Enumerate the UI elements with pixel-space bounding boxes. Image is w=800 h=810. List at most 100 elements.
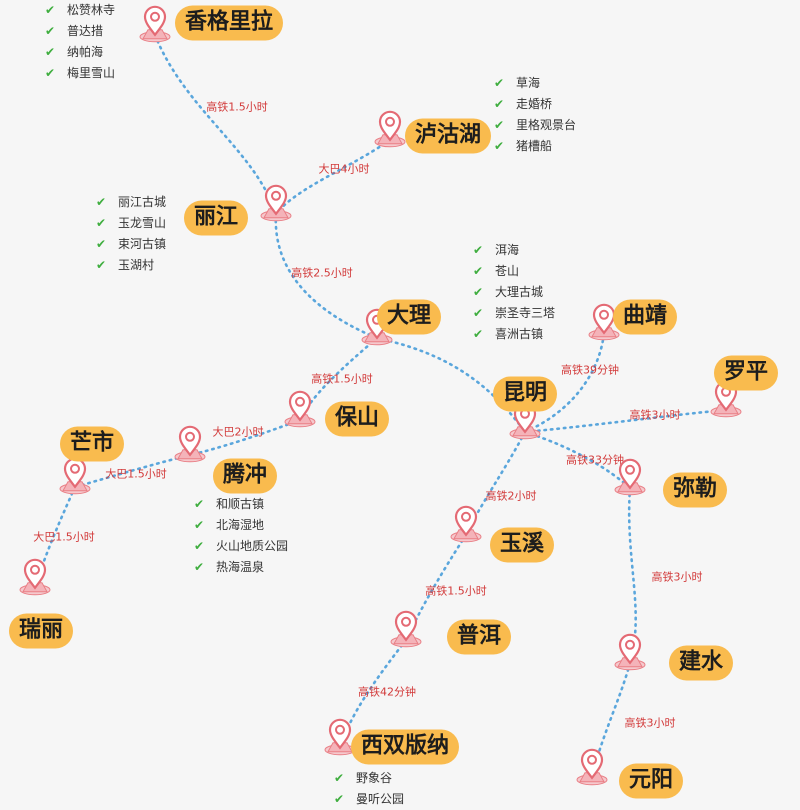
attraction-name: 草海: [516, 76, 541, 90]
check-icon: ✔: [45, 66, 56, 80]
route-kunming-qujing: [523, 331, 606, 434]
route-label-dali-baoshan: 高铁1.5小时: [311, 372, 373, 386]
attraction-item: ✔崇圣寺三塔: [473, 303, 555, 324]
attraction-item: ✔ 纳帕海: [45, 42, 115, 63]
city-label-lijiang: 丽江: [183, 200, 249, 236]
attraction-item: ✔ 北海湿地: [194, 515, 288, 536]
route-xianggelila-lijiang: [153, 33, 278, 216]
attraction-item: ✔玉湖村: [96, 255, 166, 276]
check-icon: ✔: [45, 24, 56, 38]
attraction-name: 猪槽船: [516, 139, 553, 153]
route-label-mangshi-ruili: 大巴1.5小时: [33, 530, 95, 544]
city-label-mangshi: 芒市: [59, 426, 125, 462]
check-icon: ✔: [494, 76, 505, 90]
attraction-list-tengchong: ✔和顺古镇✔北海湿地✔火山地质公园✔热海温泉: [194, 494, 288, 578]
check-icon: ✔: [96, 237, 107, 251]
check-icon: ✔: [45, 3, 56, 17]
attraction-list-dali: ✔洱海✔苍山✔大理古城✔崇圣寺三塔✔喜洲古镇: [473, 240, 555, 345]
route-jianshui-yuanyang: [590, 661, 632, 780]
attraction-list-lugu: ✔草海✔走婚桥✔里格观景台✔猪槽船: [494, 73, 576, 157]
attraction-list-xianggelila: ✔ 松赞林寺 ✔ 普达措 ✔ 纳帕海 ✔ 梅里雪山: [45, 0, 115, 84]
attraction-name: 和顺古镇: [216, 497, 265, 511]
city-label-mile: 弥勒: [662, 472, 728, 508]
location-pin-icon: [283, 389, 317, 429]
check-icon: ✔: [194, 518, 205, 532]
city-label-xishuangbanna: 西双版纳: [350, 729, 460, 765]
city-label-yuanyang: 元阳: [618, 763, 684, 799]
attraction-item: ✔ 猪槽船: [494, 136, 576, 157]
city-label-ruili: 瑞丽: [8, 613, 74, 649]
city-label-dali: 大理: [376, 299, 442, 335]
attraction-name: 丽江古城: [118, 195, 167, 209]
route-kunming-yuxi: [464, 430, 527, 537]
location-pin-icon: [613, 457, 647, 497]
attraction-item: ✔野象谷: [334, 768, 404, 789]
location-pin-icon: [389, 609, 423, 649]
attraction-name: 走婚桥: [516, 97, 553, 111]
route-kunming-mile: [523, 430, 632, 490]
route-label-mile-jianshui: 高铁3小时: [651, 570, 703, 584]
check-icon: ✔: [96, 216, 107, 230]
attraction-name: 大理古城: [495, 285, 544, 299]
check-icon: ✔: [334, 792, 345, 806]
attraction-list-xishuangbanna: ✔野象谷 ✔ 曼听公园: [334, 768, 404, 810]
attraction-name: 曼听公园: [356, 792, 405, 806]
attraction-item: ✔火山地质公园: [194, 536, 288, 557]
route-label-yuxi-puer: 高铁1.5小时: [425, 584, 487, 598]
route-label-lugu-lijiang: 大巴4小时: [318, 162, 370, 176]
check-icon: ✔: [494, 97, 505, 111]
attraction-name: 梅里雪山: [67, 66, 116, 80]
check-icon: ✔: [473, 243, 484, 257]
route-label-kunming-qujing: 高铁39分钟: [561, 363, 619, 377]
city-label-lugu: 泸沽湖: [404, 118, 492, 154]
route-lijiang-dali: [274, 212, 379, 340]
attraction-item: ✔ 走婚桥: [494, 94, 576, 115]
check-icon: ✔: [96, 195, 107, 209]
location-pin-icon: [173, 424, 207, 464]
attraction-name: 热海温泉: [216, 560, 265, 574]
attraction-name: 玉龙雪山: [118, 216, 167, 230]
city-label-baoshan: 保山: [324, 401, 390, 437]
attraction-name: 洱海: [495, 243, 520, 257]
route-kunming-luoping: [523, 408, 728, 434]
attraction-name: 喜洲古镇: [495, 327, 544, 341]
attraction-item: ✔ 草海: [494, 73, 576, 94]
location-pin-icon: [373, 109, 407, 149]
route-label-puer-xishuangbanna: 高铁42分钟: [358, 685, 416, 699]
attraction-item: ✔里格观景台: [494, 115, 576, 136]
attraction-item: ✔大理古城: [473, 282, 555, 303]
attraction-item: ✔和顺古镇: [194, 494, 288, 515]
city-label-jianshui: 建水: [668, 645, 734, 681]
attraction-name: 束河古镇: [118, 237, 167, 251]
check-icon: ✔: [494, 139, 505, 153]
route-label-tengchong-mangshi: 大巴1.5小时: [105, 467, 167, 481]
check-icon: ✔: [45, 45, 56, 59]
city-label-luoping: 罗平: [713, 355, 779, 391]
attraction-item: ✔ 松赞林寺: [45, 0, 115, 21]
attraction-item: ✔ 普达措: [45, 21, 115, 42]
location-pin-icon: [575, 747, 609, 787]
route-label-xianggelila-lijiang: 高铁1.5小时: [206, 100, 268, 114]
attraction-item: ✔ 玉龙雪山: [96, 213, 166, 234]
attraction-name: 纳帕海: [67, 45, 104, 59]
attraction-name: 松赞林寺: [67, 3, 116, 17]
check-icon: ✔: [494, 118, 505, 132]
check-icon: ✔: [194, 539, 205, 553]
attraction-item: ✔ 洱海: [473, 240, 555, 261]
attraction-name: 玉湖村: [118, 258, 155, 272]
city-label-kunming: 昆明: [492, 376, 558, 412]
route-label-baoshan-tengchong: 大巴2小时: [212, 425, 264, 439]
location-pin-icon: [587, 302, 621, 342]
attraction-name: 普达措: [67, 24, 104, 38]
route-label-kunming-yuxi: 高铁2小时: [485, 489, 537, 503]
attraction-name: 崇圣寺三塔: [495, 306, 556, 320]
city-label-xianggelila: 香格里拉: [174, 5, 284, 41]
attraction-name: 野象谷: [356, 771, 393, 785]
attraction-item: ✔喜洲古镇: [473, 324, 555, 345]
city-label-puer: 普洱: [446, 619, 512, 655]
city-label-yuxi: 玉溪: [489, 527, 555, 563]
attraction-name: 北海湿地: [216, 518, 265, 532]
location-pin-icon: [18, 557, 52, 597]
location-pin-icon: [58, 456, 92, 496]
location-pin-icon: [138, 4, 172, 44]
